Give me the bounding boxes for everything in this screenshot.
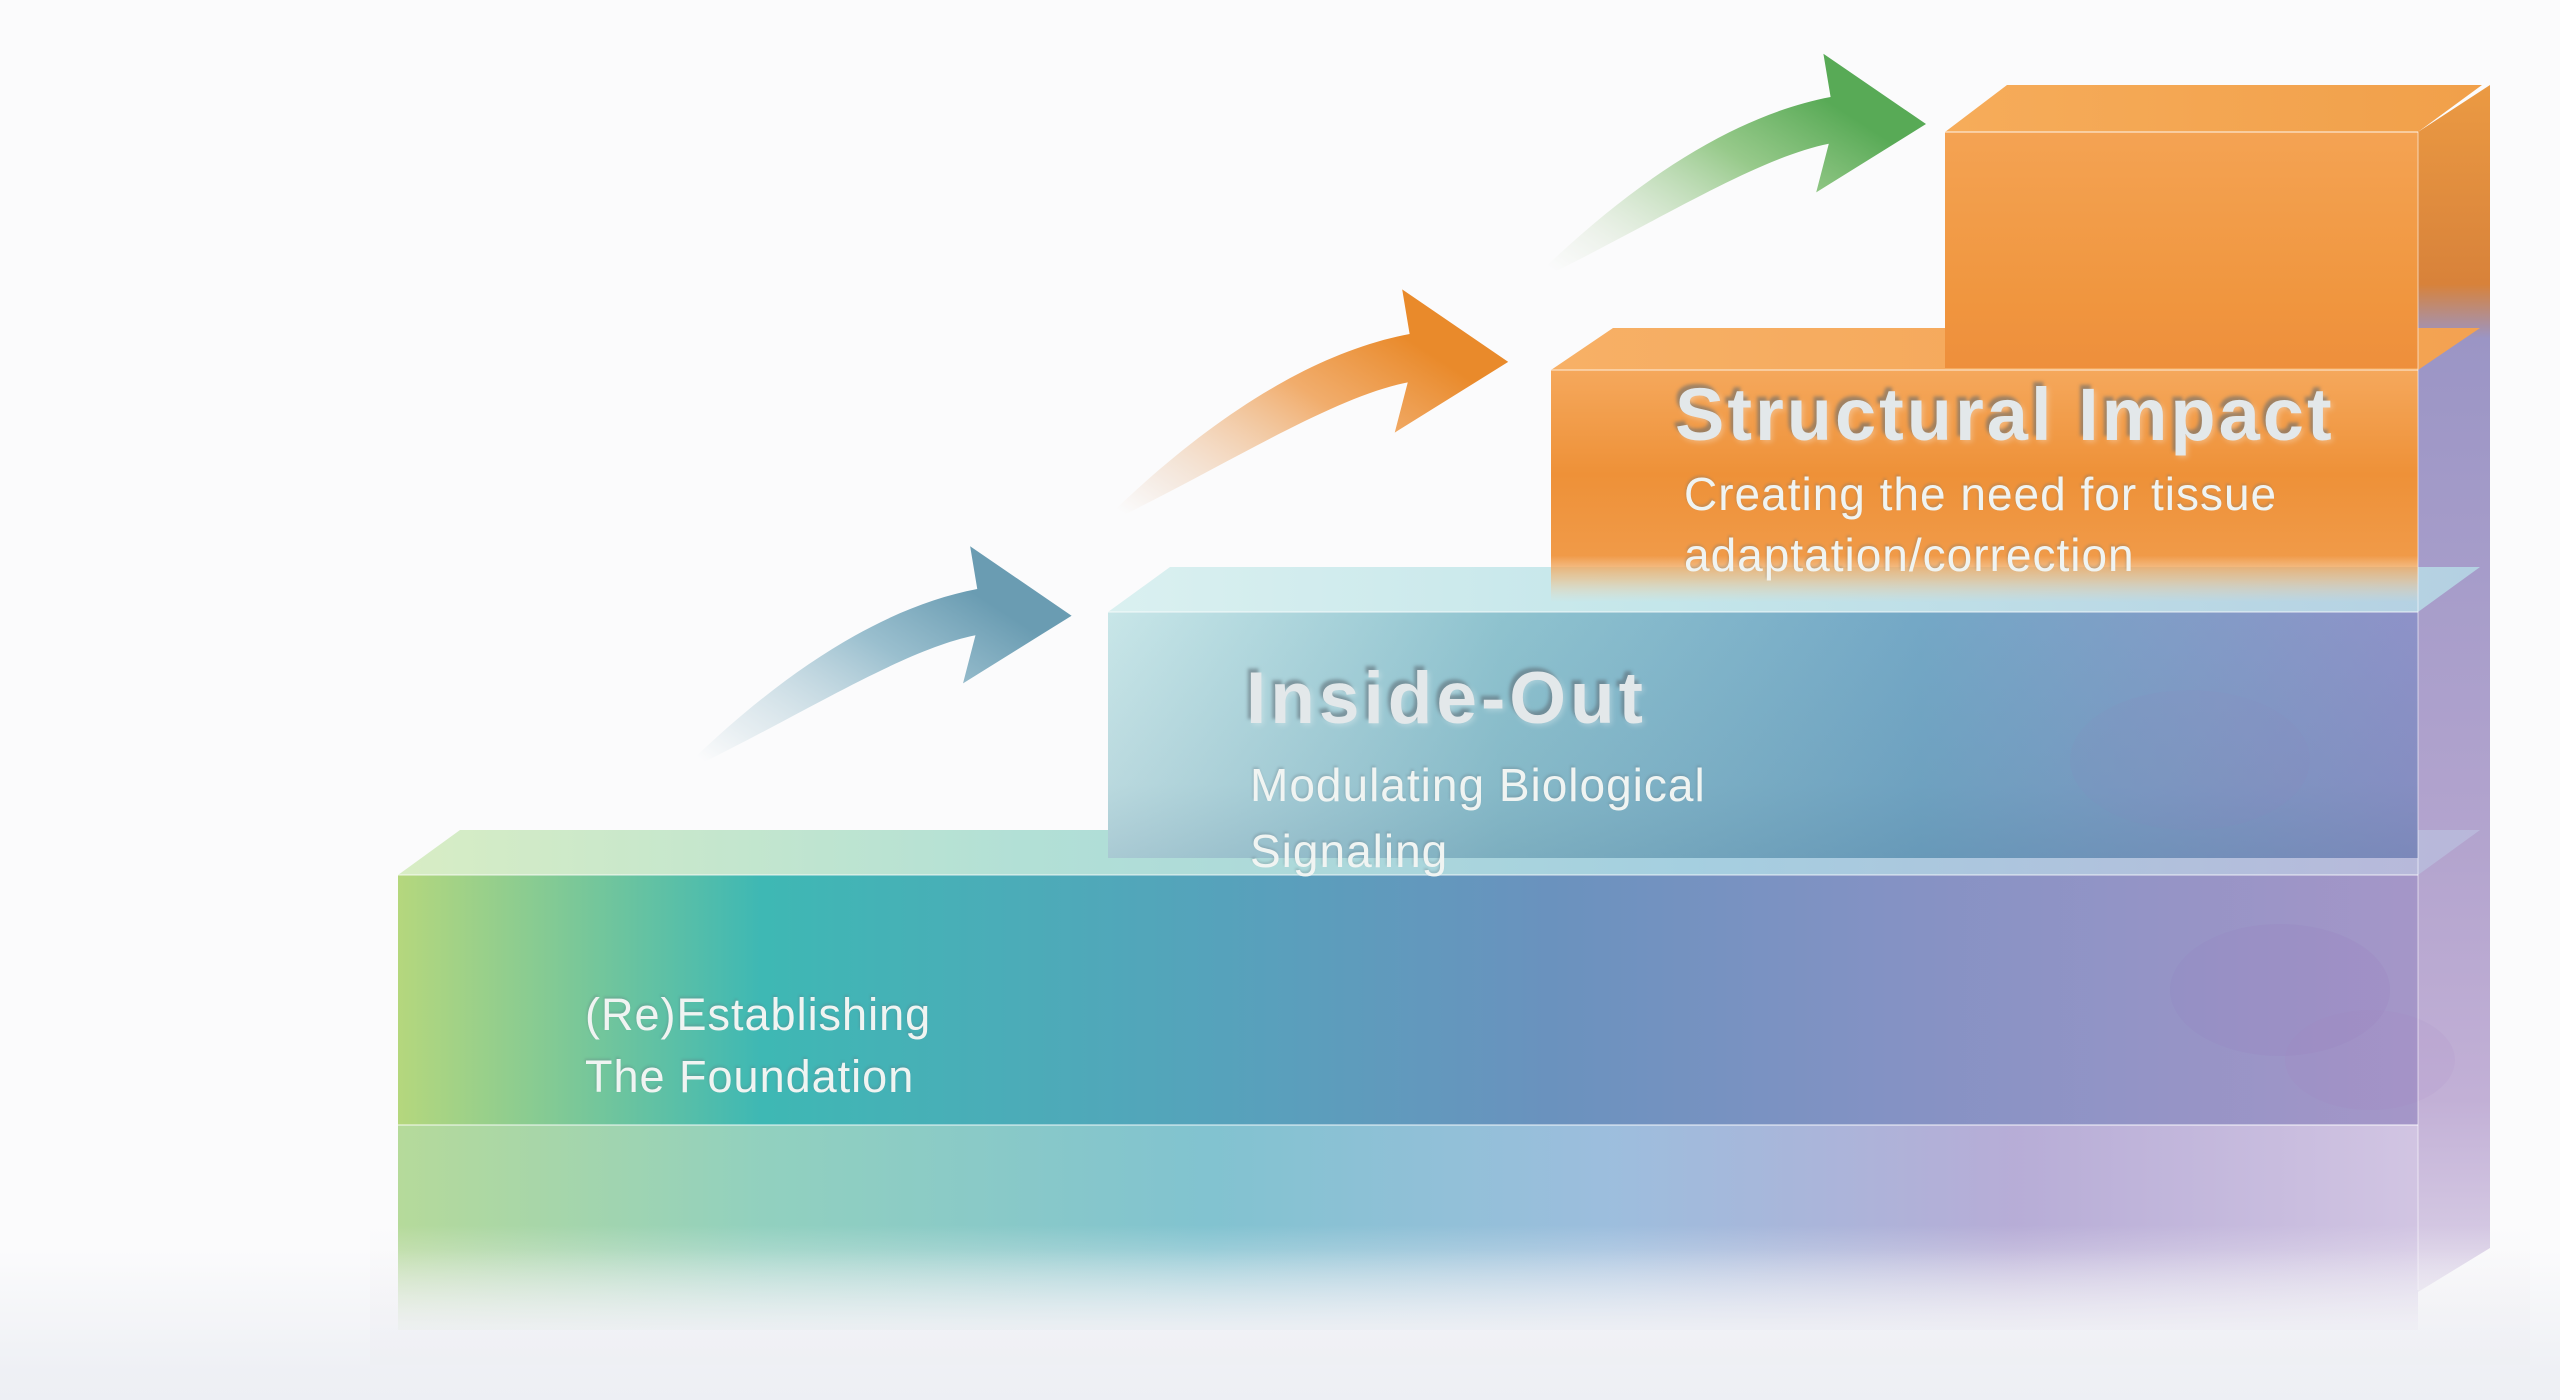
foundation-label: (Re)Establishing The Foundation [585,984,931,1108]
staircase-right-side-face [2418,85,2490,1292]
inside-out-subtitle: Modulating Biological Signaling [1250,752,1706,884]
inside-out-front-shade [1108,612,2418,858]
apex-top-face [1945,85,2482,132]
inside-out-title: Inside-Out [1246,658,1647,739]
structural-impact-title: Structural Impact [1675,373,2335,456]
texture-blotch [2285,1010,2455,1110]
structural-impact-subtitle-line-2: adaptation/correction [1684,529,2135,581]
foundation-label-line-1: (Re)Establishing [585,989,932,1040]
structural-impact-subtitle: Creating the need for tissue adaptation/… [1684,464,2277,586]
bottom-haze [0,1250,2560,1400]
foundation-label-line-2: The Foundation [585,1051,915,1102]
foundation-front-face [398,875,2418,1125]
structural-impact-subtitle-line-1: Creating the need for tissue [1684,468,2278,520]
apex-front-face [1945,132,2418,368]
inside-out-subtitle-line-1: Modulating Biological [1250,759,1706,811]
texture-blotch [2070,690,2310,830]
structural-front-face [1551,370,2418,602]
inside-out-subtitle-line-2: Signaling [1250,825,1449,877]
texture-blotch [2170,924,2390,1056]
